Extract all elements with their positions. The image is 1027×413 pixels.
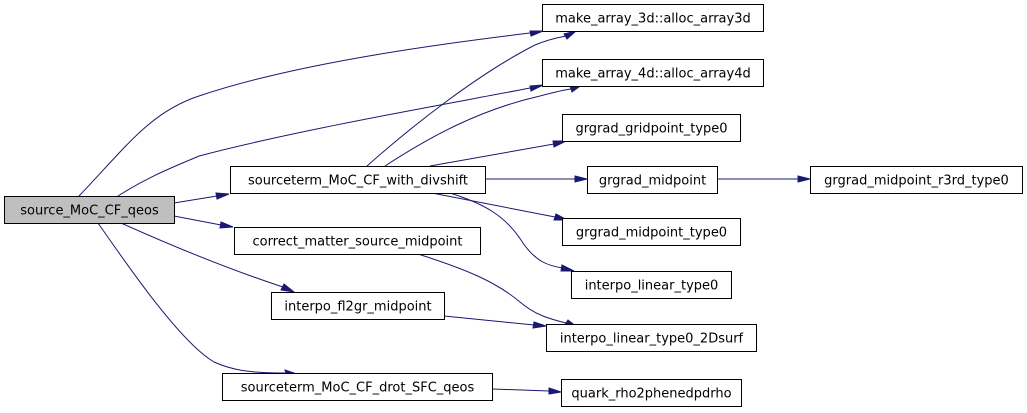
arrowhead xyxy=(280,283,296,293)
node-n7[interactable]: sourceterm_MoC_CF_drot_SFC_qeos xyxy=(222,373,493,401)
node-box[interactable] xyxy=(222,373,493,401)
arrowhead xyxy=(219,221,234,229)
node-label: make_array_3d::alloc_array3d xyxy=(555,12,750,27)
node-n6[interactable]: interpo_fl2gr_midpoint xyxy=(271,292,445,320)
node-label: interpo_linear_type0_2Dsurf xyxy=(560,332,744,347)
node-box[interactable] xyxy=(810,166,1023,194)
edge-n3-n13 xyxy=(449,192,564,269)
nodes: source_MoC_CF_qeos make_array_3d::alloc_a… xyxy=(4,4,1023,407)
node-box[interactable] xyxy=(562,218,741,246)
node-label: interpo_linear_type0 xyxy=(585,279,719,294)
arrowhead xyxy=(529,84,544,92)
node-box[interactable] xyxy=(587,166,718,194)
edges xyxy=(78,30,811,395)
edge-n6-n5 xyxy=(443,315,535,326)
node-label: grgrad_midpoint xyxy=(599,174,706,189)
edge-n4-n5 xyxy=(417,253,567,324)
node-box[interactable] xyxy=(542,4,764,32)
node-label: sourceterm_MoC_CF_drot_SFC_qeos xyxy=(241,381,475,396)
node-n0[interactable]: source_MoC_CF_qeos xyxy=(4,196,175,224)
edge-n0-n7 xyxy=(97,222,287,374)
node-box[interactable] xyxy=(271,292,445,320)
node-n1[interactable]: make_array_3d::alloc_array3d xyxy=(542,4,764,32)
node-box[interactable] xyxy=(542,59,764,87)
edge-n0-n6 xyxy=(120,222,284,288)
edge-n3-n12 xyxy=(431,192,556,218)
node-label: grgrad_midpoint_type0 xyxy=(576,226,727,241)
node-n3[interactable]: sourceterm_MoC_CF_with_divshift xyxy=(230,166,486,194)
node-box[interactable] xyxy=(546,324,757,352)
edge-n3-n9 xyxy=(429,143,555,167)
node-label: interpo_fl2gr_midpoint xyxy=(284,300,431,315)
arrowhead xyxy=(215,192,230,200)
arrowhead xyxy=(797,175,811,183)
arrowhead xyxy=(574,175,588,183)
arrowhead xyxy=(560,264,575,272)
arrowhead xyxy=(563,30,577,40)
edge-n3-n2 xyxy=(384,88,572,167)
edge-n0-n3 xyxy=(173,195,218,204)
node-box[interactable] xyxy=(562,114,741,142)
node-n8[interactable]: quark_rho2phenedpdrho xyxy=(561,379,742,407)
node-n13[interactable]: interpo_linear_type0 xyxy=(571,271,732,299)
edge-n0-n2 xyxy=(117,87,531,197)
node-label: correct_matter_source_midpoint xyxy=(252,235,462,250)
node-box[interactable] xyxy=(230,166,486,194)
node-label: grgrad_gridpoint_type0 xyxy=(575,122,727,137)
node-n11[interactable]: grgrad_midpoint_r3rd_type0 xyxy=(810,166,1023,194)
node-box[interactable] xyxy=(4,196,175,224)
arrowhead xyxy=(548,387,562,395)
arrowhead xyxy=(532,321,547,329)
node-n12[interactable]: grgrad_midpoint_type0 xyxy=(562,218,741,246)
node-n4[interactable]: correct_matter_source_midpoint xyxy=(234,227,481,255)
edge-n7-n8 xyxy=(491,388,550,392)
node-label: quark_rho2phenedpdrho xyxy=(571,387,731,402)
node-label: grgrad_midpoint_r3rd_type0 xyxy=(824,174,1009,189)
node-n5[interactable]: interpo_linear_type0_2Dsurf xyxy=(546,324,757,352)
node-box[interactable] xyxy=(571,271,732,299)
edge-n0-n1 xyxy=(78,32,531,197)
node-label: sourceterm_MoC_CF_with_divshift xyxy=(248,174,468,189)
node-n10[interactable]: grgrad_midpoint xyxy=(587,166,718,194)
node-n9[interactable]: grgrad_gridpoint_type0 xyxy=(562,114,741,142)
node-n2[interactable]: make_array_4d::alloc_array4d xyxy=(542,59,764,87)
edge-n3-n1 xyxy=(366,35,567,167)
node-label: source_MoC_CF_qeos xyxy=(20,204,159,219)
node-label: make_array_4d::alloc_array4d xyxy=(555,67,750,82)
node-box[interactable] xyxy=(561,379,742,407)
edge-n0-n4 xyxy=(173,215,222,226)
node-box[interactable] xyxy=(234,227,481,255)
arrowhead xyxy=(552,140,567,148)
arrowhead xyxy=(529,30,544,37)
